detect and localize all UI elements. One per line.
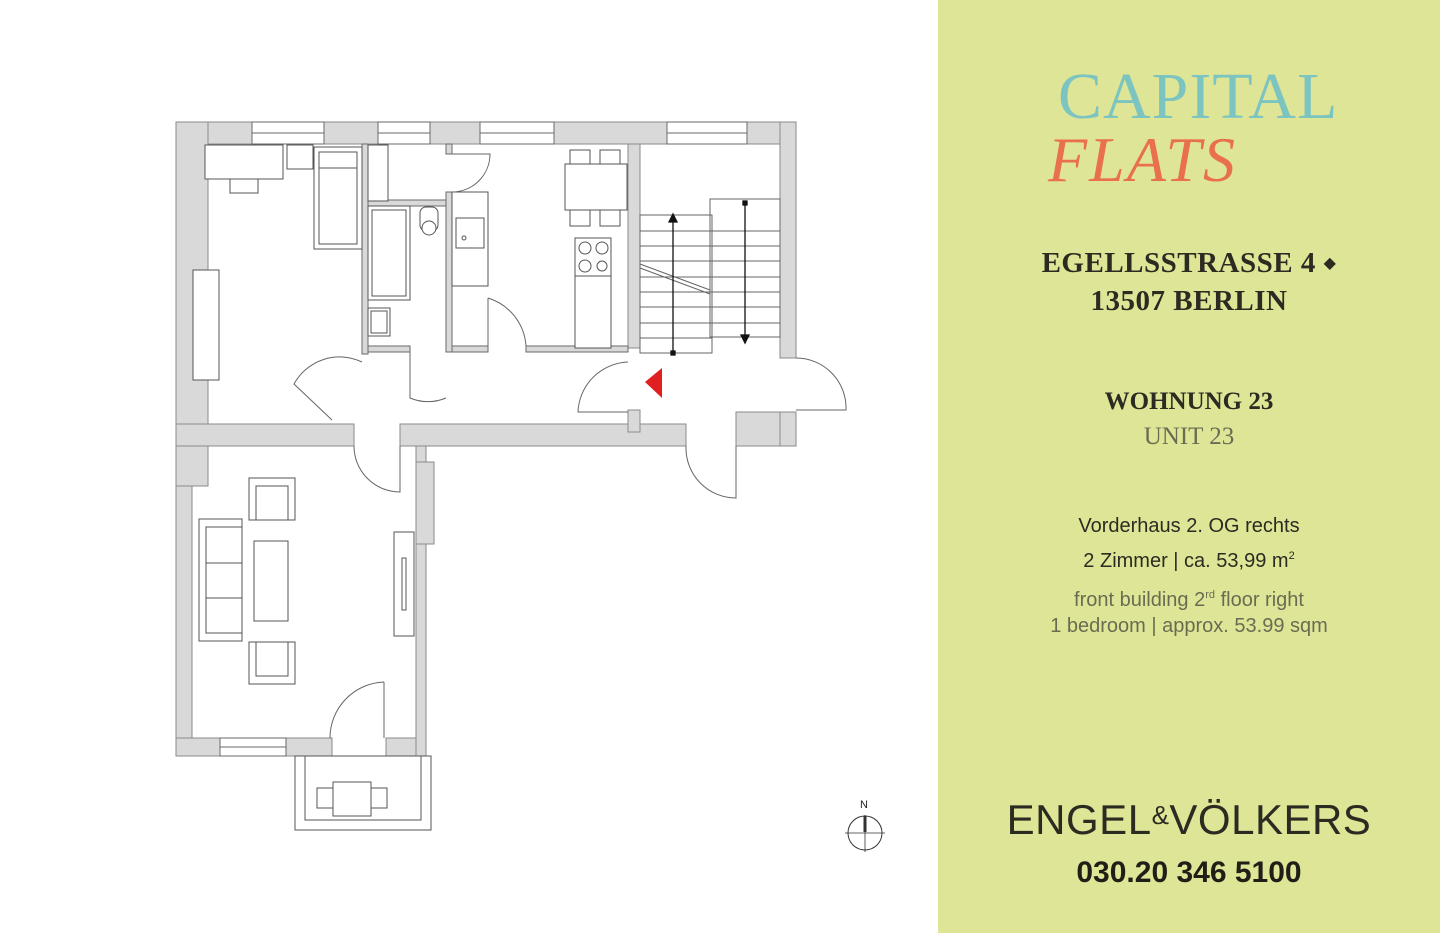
- floor-plan-drawing: [175, 121, 885, 852]
- info-panel: CAPITAL FLATS EGELLSSTRASSE 4 ◆ 13507 BE…: [938, 0, 1440, 933]
- location-english: front building 2rd floor right: [938, 580, 1440, 615]
- floor-plan: N: [175, 121, 885, 852]
- address-street: EGELLSSTRASSE 4 ◆: [938, 244, 1440, 283]
- unit-title-german: WOHNUNG 23: [1104, 388, 1274, 415]
- size-german-text: 2 Zimmer | ca. 53,99 m: [1083, 550, 1289, 572]
- logo-capital: CAPITAL: [1058, 60, 1339, 133]
- diamond-separator-icon: ◆: [1323, 255, 1337, 272]
- logo-flats: FLATS: [1048, 124, 1237, 195]
- location-english-suffix: floor right: [1215, 589, 1304, 611]
- size-german-sup: 2: [1288, 550, 1295, 562]
- brand-logo: ENGEL&VÖLKERS: [938, 796, 1440, 844]
- street-text: EGELLSSTRASSE 4: [1041, 247, 1316, 279]
- brand-right: VÖLKERS: [1169, 796, 1372, 843]
- unit-title-english: UNIT 23: [1143, 423, 1235, 450]
- location-english-prefix: front building 2: [1074, 589, 1206, 611]
- address-city: 13507 BERLIN: [1090, 285, 1288, 317]
- north-compass-icon: [845, 815, 885, 852]
- compass-label: N: [860, 799, 868, 811]
- location-english-sup: rd: [1205, 589, 1216, 601]
- brand-left: ENGEL: [1006, 796, 1152, 843]
- size-english: 1 bedroom | approx. 53.99 sqm: [1050, 615, 1328, 637]
- size-german: 2 Zimmer | ca. 53,99 m2: [938, 541, 1440, 576]
- entrance-marker: [645, 368, 662, 398]
- phone-number[interactable]: 030.20 346 5100: [1076, 856, 1302, 889]
- location-german: Vorderhaus 2. OG rechts: [1078, 515, 1300, 537]
- brand-amp: &: [1151, 800, 1170, 830]
